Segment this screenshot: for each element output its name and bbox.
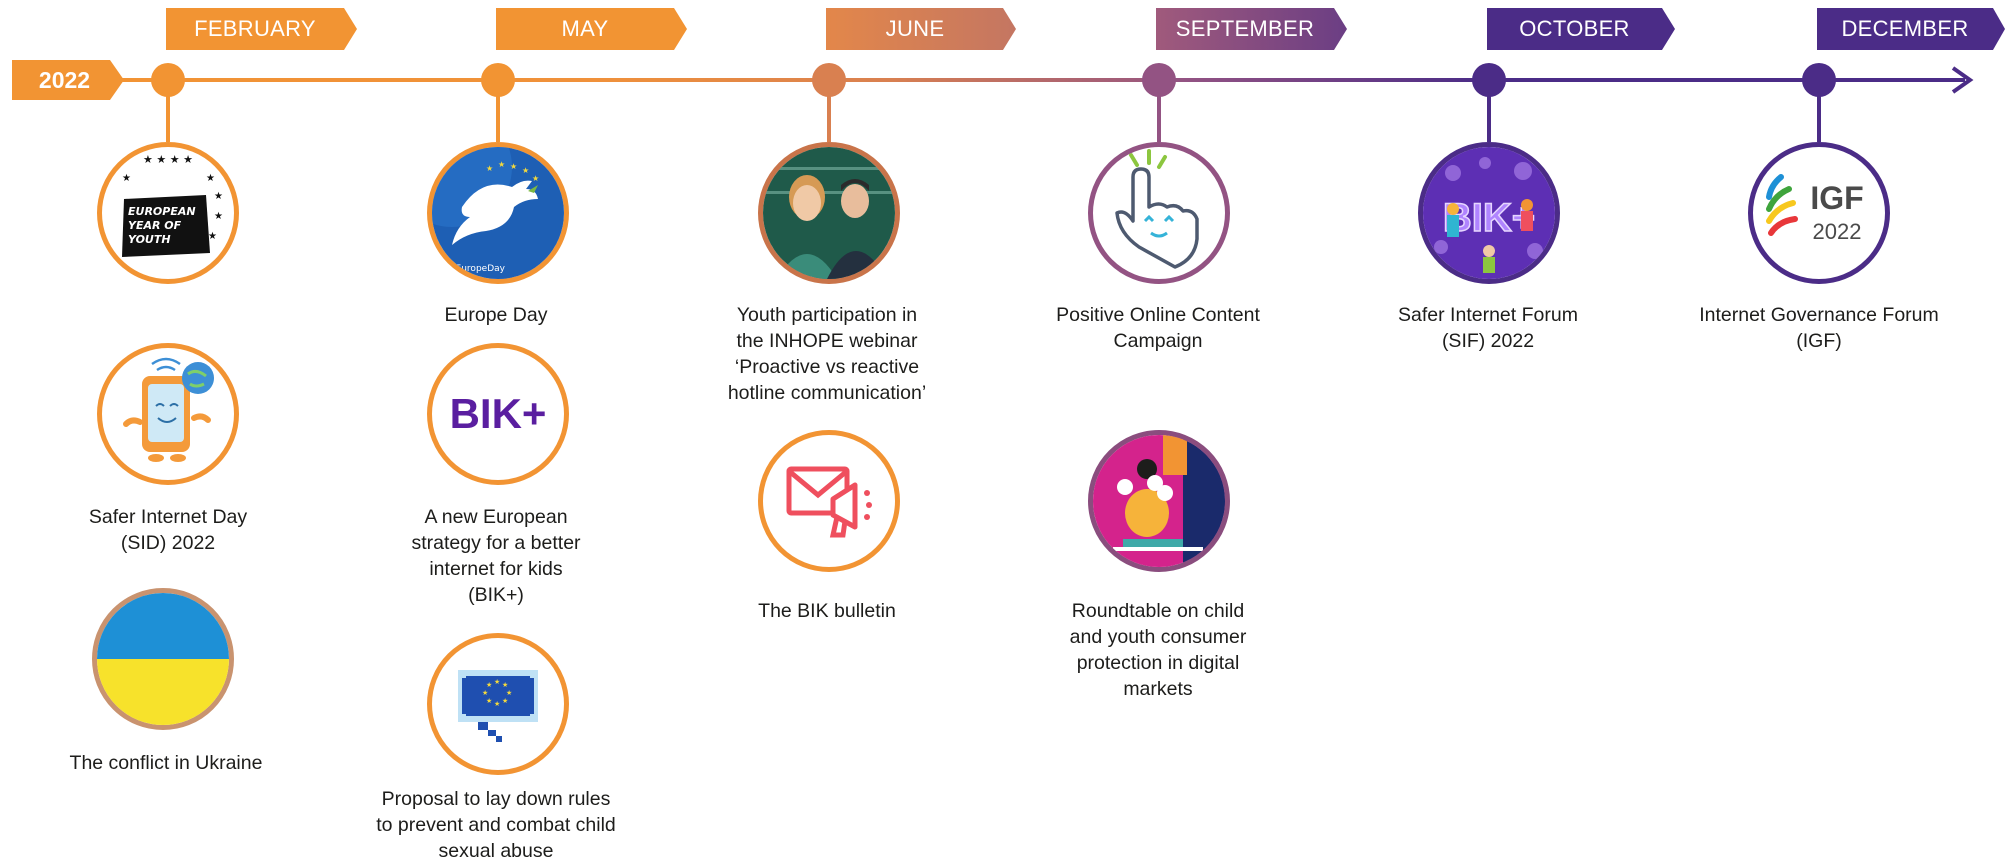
month-december: DECEMBER — [1841, 16, 1969, 41]
consumer-illustration — [1088, 430, 1230, 572]
svg-text:★: ★ — [486, 681, 492, 689]
month-may: MAY — [561, 16, 609, 41]
bik-strategy-label-line-2: strategy for a better — [411, 532, 581, 554]
eu-speech-bubble-icon: ★★★ ★★★ ★★ — [427, 633, 569, 775]
bik-strategy-label-line-1: A new European — [424, 506, 568, 528]
people-photo — [758, 142, 900, 284]
svg-text:★: ★ — [494, 700, 500, 708]
positive-content-label-line-1: Positive Online Content — [1056, 304, 1260, 326]
bik-bulletin-label-line-1: The BIK bulletin — [758, 600, 896, 622]
sid-label-line-1: Safer Internet Day — [88, 506, 248, 528]
bik-plus-text: BIK+ — [450, 390, 547, 437]
svg-text:★: ★ — [494, 678, 500, 686]
europe-day-hashtag: #EuropeDay — [448, 264, 506, 274]
sep-marker — [1142, 63, 1176, 142]
positive-content-label: Positive Online Content Campaign — [1038, 302, 1278, 354]
svg-text:★: ★ — [498, 160, 505, 169]
year-label: 2022 — [38, 67, 91, 93]
dec-marker — [1802, 63, 1836, 142]
oct-marker — [1472, 63, 1506, 142]
month-february: FEBRUARY — [194, 16, 316, 41]
svg-text:★: ★ — [510, 162, 517, 171]
timeline-arrowhead — [1951, 66, 1974, 94]
ukraine-flag-icon — [92, 588, 234, 730]
europe-day-label: Europe Day — [376, 302, 616, 328]
eyy-line-2: YEAR OF — [128, 219, 182, 232]
month-september: SEPTEMBER — [1175, 16, 1315, 41]
svg-text:★: ★ — [506, 689, 512, 697]
svg-text:★: ★ — [486, 697, 492, 705]
inhope-label-line-1: Youth participation in — [736, 304, 918, 326]
igf-label: Internet Governance Forum (IGF) — [1679, 302, 1959, 354]
may-marker — [481, 63, 515, 142]
banner-december — [1817, 8, 2005, 50]
eyy-line-1: EUROPEAN — [128, 205, 196, 218]
svg-text:★ ★ ★ ★: ★ ★ ★ ★ — [143, 153, 193, 166]
inhope-label-line-3: ‘Proactive vs reactive — [734, 356, 920, 378]
month-october: OCTOBER — [1519, 16, 1630, 41]
roundtable-label-line-3: protection in digital — [1076, 652, 1240, 674]
roundtable-label-line-4: markets — [1123, 678, 1193, 700]
smiling-hand-icon — [1088, 142, 1230, 284]
bik-strategy-label-line-4: (BIK+) — [468, 584, 524, 606]
banner-february — [166, 8, 357, 50]
igf-year-text: 2022 — [1813, 219, 1862, 244]
roundtable-label-line-2: and youth consumer — [1069, 626, 1247, 648]
roundtable-label: Roundtable on child and youth consumer p… — [1038, 598, 1278, 702]
svg-text:★: ★ — [482, 689, 488, 697]
sif-illustration: BIK+ — [1418, 142, 1560, 284]
igf-label-line-1: Internet Governance Forum — [1699, 304, 1939, 326]
svg-text:★: ★ — [214, 191, 223, 202]
igf-logo: IGF 2022 — [1748, 142, 1890, 284]
europe-day-label-line-1: Europe Day — [444, 304, 548, 326]
csa-proposal-label-line-3: sexual abuse — [438, 840, 554, 862]
sif-label-line-1: Safer Internet Forum — [1398, 304, 1578, 326]
bik-plus-logo: BIK+ — [427, 343, 569, 485]
envelope-megaphone-icon — [758, 430, 900, 572]
roundtable-label-line-1: Roundtable on child — [1071, 600, 1245, 622]
svg-text:★: ★ — [122, 173, 131, 184]
svg-text:★: ★ — [206, 173, 215, 184]
bik-bulletin-label: The BIK bulletin — [707, 598, 947, 624]
csa-proposal-label-line-1: Proposal to lay down rules — [381, 788, 611, 810]
ukraine-label: The conflict in Ukraine — [46, 750, 286, 776]
igf-text: IGF — [1810, 180, 1863, 216]
csa-proposal-label-line-2: to prevent and combat child — [376, 814, 616, 836]
csa-proposal-label: Proposal to lay down rules to prevent an… — [366, 786, 626, 864]
sif-label-line-2: (SIF) 2022 — [1441, 330, 1535, 352]
svg-text:★: ★ — [214, 211, 223, 222]
european-year-of-youth-logo: ★ ★ ★ ★ ★ ★ ★ ★ ★ EUROPEAN YEAR OF YOUTH — [97, 142, 239, 284]
eyy-line-3: YOUTH — [128, 233, 171, 246]
ukraine-label-line-1: The conflict in Ukraine — [69, 752, 263, 774]
month-june: JUNE — [885, 16, 945, 41]
banner-september — [1156, 8, 1347, 50]
inhope-webinar-label: Youth participation in the INHOPE webina… — [707, 302, 947, 406]
bik-strategy-label-line-3: internet for kids — [429, 558, 563, 580]
svg-text:★: ★ — [532, 174, 539, 183]
igf-label-line-2: (IGF) — [1796, 330, 1842, 352]
year-banner-shape — [12, 60, 124, 100]
smiling-tablet-icon — [97, 343, 239, 485]
banner-june — [826, 8, 1016, 50]
sid-label-line-2: (SID) 2022 — [120, 532, 216, 554]
sif-label: Safer Internet Forum (SIF) 2022 — [1368, 302, 1608, 354]
banner-may — [496, 8, 687, 50]
svg-text:★: ★ — [208, 231, 217, 242]
banner-october — [1487, 8, 1675, 50]
inhope-label-line-2: the INHOPE webinar — [736, 330, 918, 352]
svg-text:★: ★ — [502, 681, 508, 689]
bik-strategy-label: A new European strategy for a better int… — [376, 504, 616, 608]
positive-content-label-line-2: Campaign — [1113, 330, 1203, 352]
jun-marker — [812, 63, 846, 142]
sid-label: Safer Internet Day (SID) 2022 — [48, 504, 288, 556]
feb-marker — [151, 63, 185, 142]
dove-icon: ★★★ ★★ #EuropeDay — [427, 142, 569, 284]
svg-text:★: ★ — [522, 166, 529, 175]
svg-text:★: ★ — [502, 697, 508, 705]
inhope-label-line-4: hotline communication’ — [727, 382, 927, 404]
svg-text:★: ★ — [486, 164, 493, 173]
